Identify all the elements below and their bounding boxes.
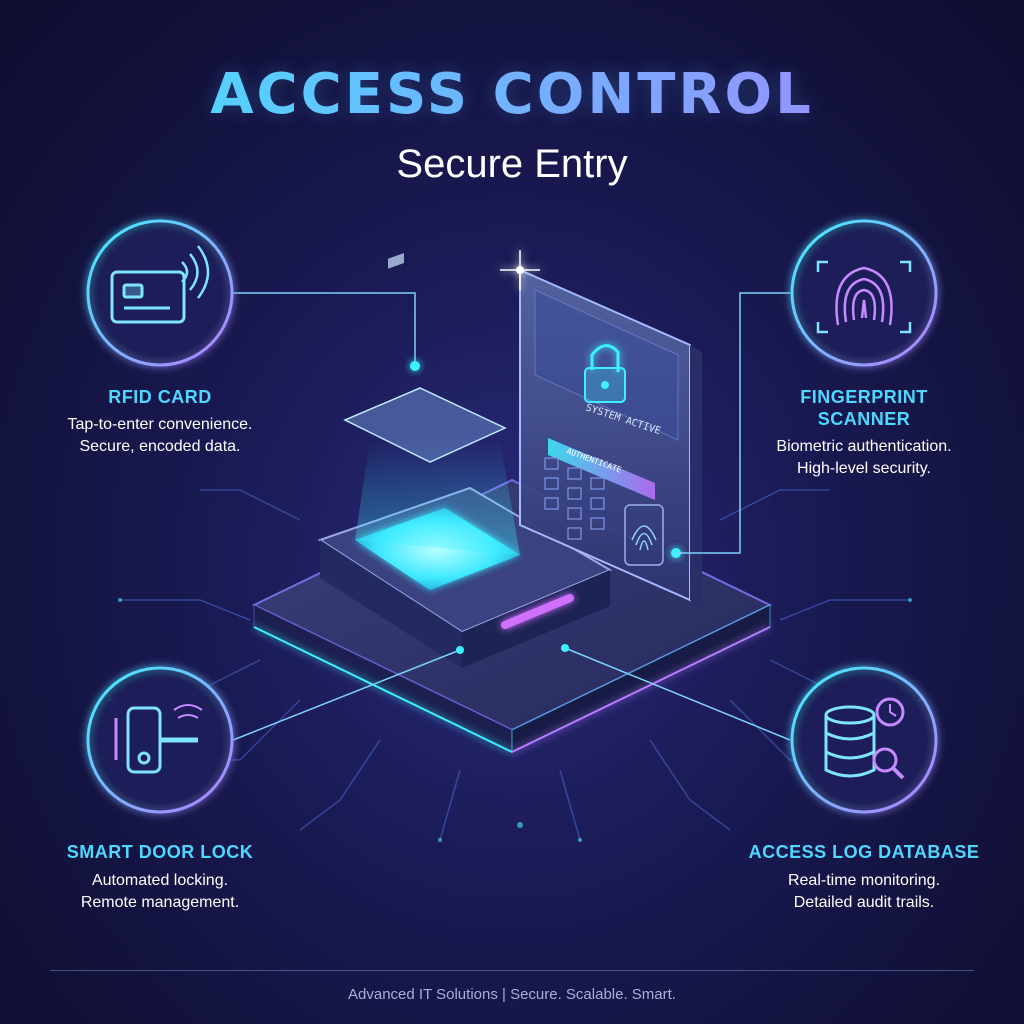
fingerprint-icon xyxy=(816,260,912,334)
footer-divider xyxy=(50,970,974,971)
connector-lines xyxy=(232,292,791,741)
keypad-panel xyxy=(519,268,702,607)
smart-door-lock-desc-line2: Remote management. xyxy=(80,894,240,911)
rfid-card-desc-line2: Secure, encoded data. xyxy=(79,438,241,455)
rfid-card-title: RFID CARD xyxy=(108,387,212,407)
rfid-card-ring xyxy=(86,219,234,367)
access-log-desc-line1: Real-time monitoring. xyxy=(787,872,941,889)
log-database-ring xyxy=(790,666,938,814)
access-log-title: ACCESS LOG DATABASE xyxy=(748,842,980,862)
footer-tagline: Advanced IT Solutions | Secure. Scalable… xyxy=(348,986,676,1003)
floating-rfid-card xyxy=(343,252,507,463)
padlock-icon xyxy=(590,344,620,372)
fingerprint-desc-line2: High-level security. xyxy=(797,460,931,477)
smart-door-lock-title: SMART DOOR LOCK xyxy=(66,842,254,862)
database-icon xyxy=(824,697,905,780)
sparkle-icon xyxy=(500,250,540,290)
smart-door-lock-icon xyxy=(114,704,203,774)
rfid-card-icon xyxy=(110,245,210,324)
access-log-desc-line2: Detailed audit trails. xyxy=(793,894,935,911)
fingerprint-title-line2: SCANNER xyxy=(817,409,911,429)
smart-door-lock-desc-line1: Automated locking. xyxy=(91,872,229,889)
fingerprint-desc-line1: Biometric authentication. xyxy=(776,438,952,455)
rfid-reader-device xyxy=(317,252,613,668)
rfid-card-desc-line1: Tap-to-enter convenience. xyxy=(67,416,253,433)
fingerprint-title-line1: FINGERPRINT xyxy=(800,387,928,407)
panel-fingerprint-icon xyxy=(624,504,664,566)
main-title: ACCESS CONTROL xyxy=(0,62,1024,127)
subtitle: Secure Entry xyxy=(396,142,628,186)
fingerprint-ring xyxy=(790,219,938,367)
